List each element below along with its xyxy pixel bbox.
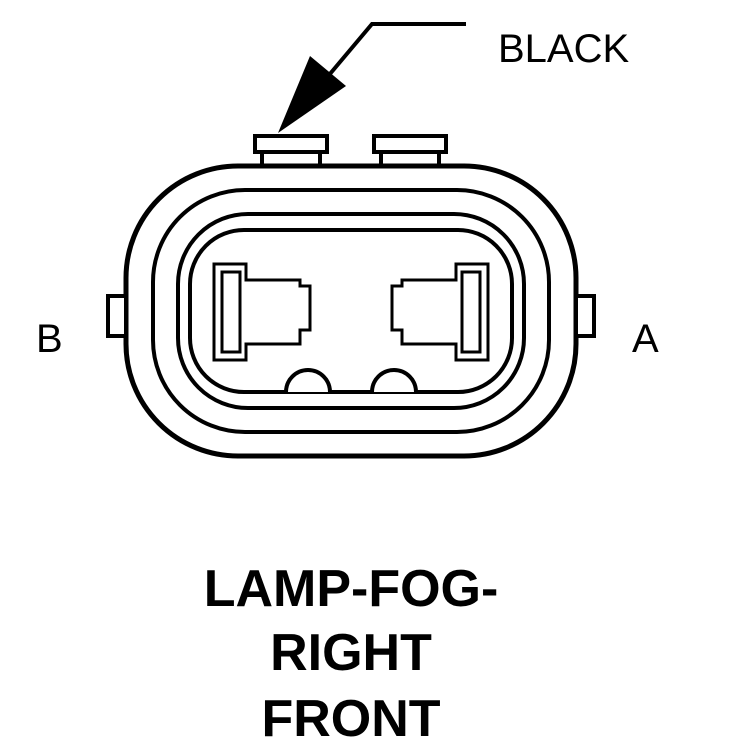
side-latch-right: [574, 294, 596, 338]
pin-label-b: B: [36, 317, 63, 361]
keying-bumps: [284, 368, 418, 393]
title-line-2: RIGHT: [270, 624, 432, 682]
terminal-b-slot: [220, 270, 242, 354]
top-tab-left: [253, 134, 329, 154]
housing-cavity: [188, 228, 514, 394]
top-tab-right: [372, 134, 448, 154]
keying-bump-left: [284, 368, 332, 393]
leader-arrowhead: [278, 56, 346, 133]
wire-color-label: BLACK: [498, 27, 629, 71]
terminal-b: [212, 262, 312, 362]
wire-color-leader: [278, 22, 466, 133]
connector-title: LAMP-FOG- RIGHT FRONT: [204, 560, 499, 748]
terminal-a-slot: [460, 270, 482, 354]
connector-housing: [123, 163, 579, 459]
terminal-a: [390, 262, 490, 362]
side-latches: [106, 294, 596, 338]
title-line-3: FRONT: [261, 690, 440, 748]
keying-bump-right: [370, 368, 418, 393]
title-line-1: LAMP-FOG-: [204, 560, 499, 618]
side-latch-left: [106, 294, 128, 338]
pin-label-a: A: [632, 317, 659, 361]
